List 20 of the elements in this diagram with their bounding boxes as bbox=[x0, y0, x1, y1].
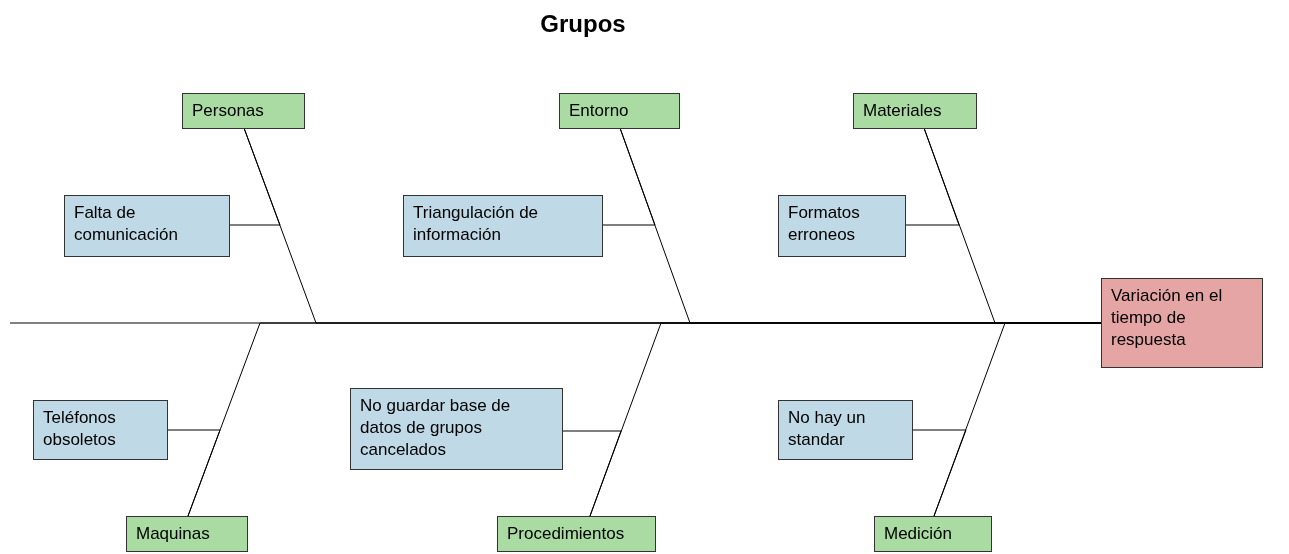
cause-box: No hay un standar bbox=[778, 400, 913, 460]
category-box: Procedimientos bbox=[497, 516, 656, 552]
cause-box: Falta de comunicación bbox=[64, 195, 230, 257]
cause-box: Formatos erroneos bbox=[778, 195, 906, 257]
diagram-title: Grupos bbox=[539, 10, 627, 38]
bone-line bbox=[562, 430, 622, 517]
cause-box: Teléfonos obsoletos bbox=[33, 400, 168, 460]
effect-box: Variación en el tiempo de respuesta bbox=[1101, 278, 1263, 368]
category-box: Medición bbox=[874, 516, 992, 552]
bone-line bbox=[229, 127, 281, 226]
cause-box: No guardar base de datos de grupos cancelados bbox=[350, 388, 563, 470]
category-box: Maquinas bbox=[126, 516, 248, 552]
bone-line bbox=[912, 429, 967, 517]
category-box: Personas bbox=[182, 93, 305, 129]
cause-box: Triangulación de información bbox=[403, 195, 603, 257]
category-box: Materiales bbox=[853, 93, 977, 129]
bone-line bbox=[602, 127, 656, 226]
bone-line bbox=[167, 429, 221, 517]
category-box: Entorno bbox=[559, 93, 680, 129]
bone-line bbox=[905, 127, 960, 226]
